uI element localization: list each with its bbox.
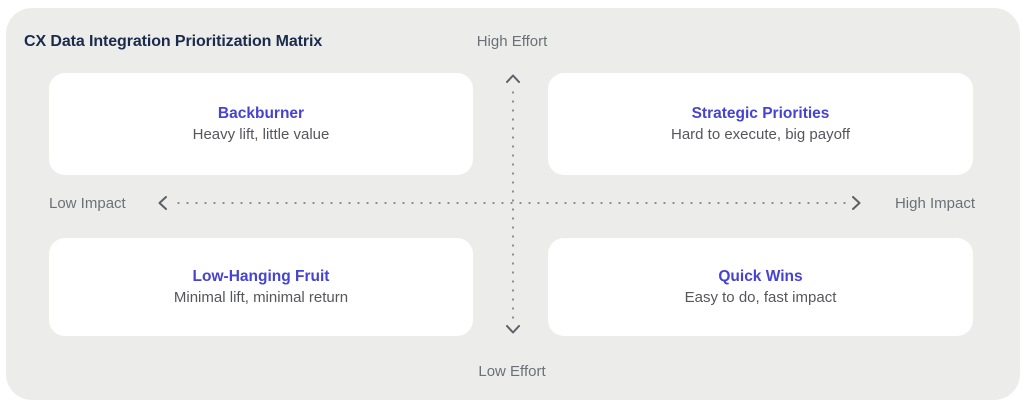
- arrow-left-icon: [158, 196, 167, 210]
- axis-label-high-impact: High Impact: [894, 195, 975, 212]
- quadrant-title: Strategic Priorities: [691, 105, 830, 122]
- page-title: CX Data Integration Prioritization Matri…: [24, 33, 323, 50]
- axis-label-low-effort: Low Effort: [478, 363, 546, 380]
- axis-label-low-impact: Low Impact: [49, 195, 126, 212]
- impact-axis-dotted-line: [174, 202, 846, 204]
- quadrant-card-backburner: Backburner Heavy lift, little value: [49, 73, 473, 175]
- arrow-right-icon: [852, 196, 861, 210]
- quadrant-title: Low-Hanging Fruit: [192, 268, 330, 285]
- effort-axis-dotted-line: [512, 88, 514, 320]
- arrow-up-icon: [506, 74, 520, 83]
- arrow-down-icon: [506, 325, 520, 334]
- quadrant-card-quick-wins: Quick Wins Easy to do, fast impact: [548, 238, 973, 336]
- quadrant-title: Quick Wins: [718, 268, 803, 285]
- quadrant-subtitle: Heavy lift, little value: [192, 126, 330, 143]
- quadrant-card-strategic-priorities: Strategic Priorities Hard to execute, bi…: [548, 73, 973, 175]
- quadrant-title: Backburner: [217, 105, 305, 122]
- quadrant-subtitle: Easy to do, fast impact: [684, 289, 837, 306]
- quadrant-subtitle: Minimal lift, minimal return: [173, 289, 349, 306]
- quadrant-subtitle: Hard to execute, big payoff: [670, 126, 850, 143]
- quadrant-card-low-hanging-fruit: Low-Hanging Fruit Minimal lift, minimal …: [49, 238, 473, 336]
- axis-label-high-effort: High Effort: [476, 33, 548, 50]
